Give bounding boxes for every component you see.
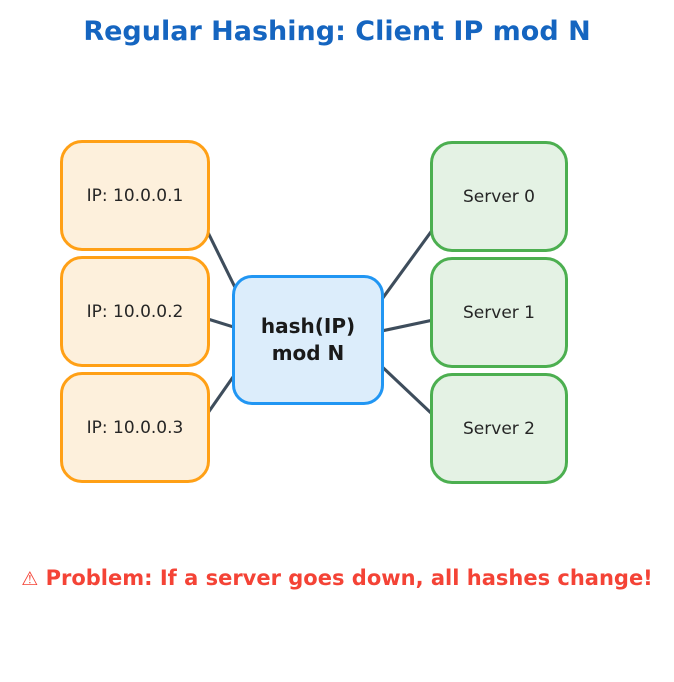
hash-function-node[interactable]: hash(IP) mod N [232, 275, 384, 405]
server-node-0[interactable]: Server 0 [430, 141, 568, 252]
server-label-1: Server 1 [463, 302, 535, 323]
server-label-0: Server 0 [463, 186, 535, 207]
page-title: Regular Hashing: Client IP mod N [83, 16, 591, 47]
server-node-2[interactable]: Server 2 [430, 373, 568, 484]
client-label-2: IP: 10.0.0.3 [86, 417, 184, 438]
client-label-0: IP: 10.0.0.1 [86, 185, 184, 206]
client-label-1: IP: 10.0.0.2 [86, 301, 184, 322]
warning-triangle-icon: ⚠ [21, 568, 39, 590]
hash-function-label: hash(IP) mod N [260, 314, 356, 365]
server-node-1[interactable]: Server 1 [430, 257, 568, 368]
client-node-1[interactable]: IP: 10.0.0.2 [60, 256, 210, 367]
client-node-0[interactable]: IP: 10.0.0.1 [60, 140, 210, 251]
problem-note: ⚠ Problem: If a server goes down, all ha… [0, 566, 674, 590]
server-label-2: Server 2 [463, 418, 535, 439]
client-node-2[interactable]: IP: 10.0.0.3 [60, 372, 210, 483]
problem-note-text: Problem: If a server goes down, all hash… [45, 566, 653, 590]
